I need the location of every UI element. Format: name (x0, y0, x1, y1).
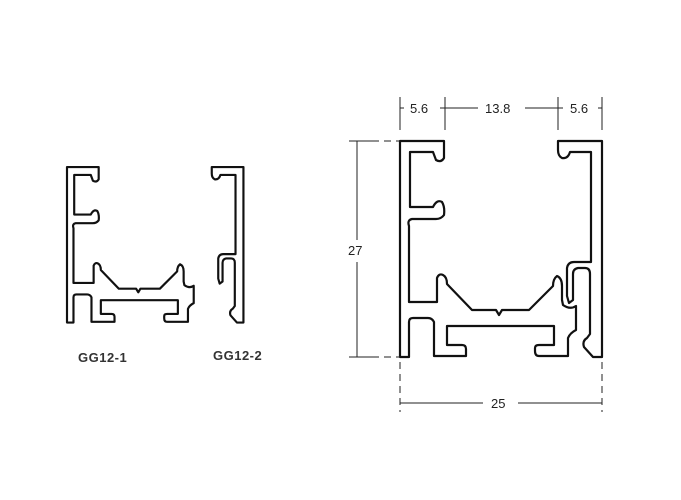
profile-label-gg12-1: GG12-1 (78, 350, 128, 365)
dimension-top-right: 5.6 (568, 101, 591, 116)
width-dimension-lines (399, 362, 603, 412)
profile-gg12-2-small (210, 165, 245, 324)
dimension-top-left: 5.6 (408, 101, 431, 116)
profile-label-gg12-2: GG12-2 (213, 348, 263, 363)
dimension-top-middle: 13.8 (483, 101, 513, 116)
top-dimension-lines (399, 97, 603, 130)
profile-gg12-1-small (65, 165, 195, 324)
height-dimension-lines (349, 140, 400, 358)
dimension-height: 27 (346, 243, 365, 258)
dimension-width: 25 (489, 396, 508, 411)
profile-combined-large (398, 139, 604, 359)
